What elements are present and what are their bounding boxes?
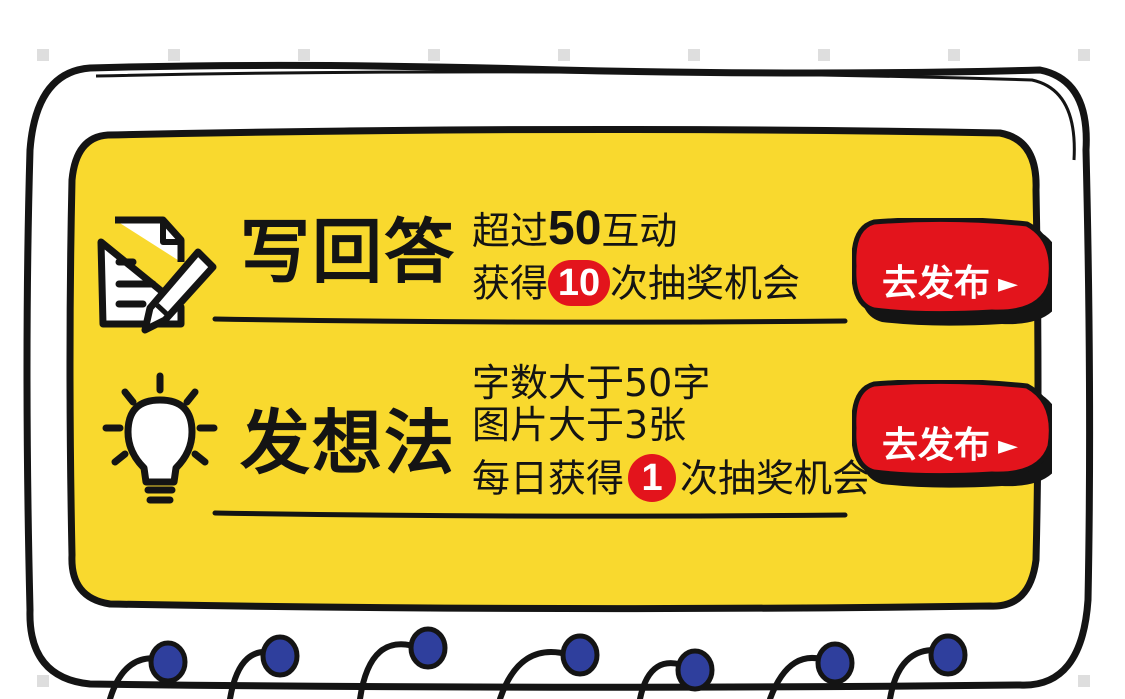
answer-requirement-prefix: 超过: [472, 209, 549, 253]
idea-reward-badge: 1: [628, 454, 677, 502]
button-shape: [852, 380, 1052, 488]
lightbulb-icon: [102, 372, 218, 504]
answer-reward-badge: 10: [548, 260, 611, 306]
idea-requirement-text: 字数大于50字: [472, 361, 711, 405]
idea-reward-suffix: 次抽奖机会: [680, 456, 871, 501]
answer-reward-prefix: 获得: [472, 261, 549, 306]
publish-answer-button[interactable]: 去发布►: [852, 218, 1052, 328]
section-title-answer: 写回答: [240, 211, 456, 293]
publish-idea-label: 去发布: [882, 425, 991, 466]
answer-reward-suffix: 次抽奖机会: [610, 261, 801, 306]
border-dots: [37, 49, 1090, 687]
section-title-idea: 发想法: [240, 402, 456, 484]
answer-requirement-number: 50: [548, 202, 602, 255]
button-shape: [852, 218, 1052, 326]
idea-reward-prefix: 每日获得: [472, 456, 625, 501]
publish-answer-label: 去发布: [882, 263, 991, 304]
answer-requirement: 超过50互动: [472, 205, 677, 253]
answer-requirement-suffix: 互动: [601, 209, 678, 253]
play-arrow-icon: ►: [998, 431, 1019, 461]
publish-idea-button[interactable]: 去发布►: [852, 380, 1052, 490]
pencil-paper-icon: [97, 216, 217, 334]
idea-requirement-images: 图片大于3张: [472, 403, 687, 447]
spiral-rings: [107, 626, 968, 699]
play-arrow-icon: ►: [998, 269, 1019, 299]
